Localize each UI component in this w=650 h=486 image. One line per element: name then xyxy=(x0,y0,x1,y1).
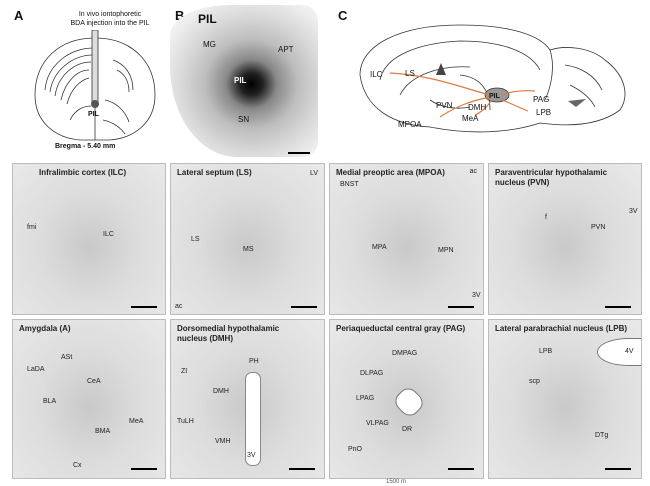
panel-a-caption-line1: In vivo iontophoretic xyxy=(78,11,142,18)
tile-ilc: Infralimbic cortex (ILC) fmi ILC xyxy=(12,163,166,315)
aqueduct-shape xyxy=(391,384,427,420)
tile-title: Dorsomedial hypothalamic nucleus (DMH) xyxy=(177,324,279,344)
tile-title: Paraventricular hypothalamic nucleus (PV… xyxy=(495,168,607,188)
panel-b-title: PIL xyxy=(198,12,217,26)
tile-label-bla: BLA xyxy=(43,398,57,405)
tile-title: Lateral parabrachial nucleus (LPB) xyxy=(495,324,628,333)
tile-label-vmh: VMH xyxy=(215,438,231,445)
tile-label-bnst: BNST xyxy=(340,181,359,188)
scale-bar xyxy=(448,306,474,308)
tile-label-lpb: LPB xyxy=(539,348,553,355)
panel-a-caption: In vivo iontophoretic BDA injection into… xyxy=(40,10,180,28)
tile-label-dmpag: DMPAG xyxy=(392,350,418,357)
panel-c-label-lpb: LPB xyxy=(536,108,551,117)
tile-dmh: Dorsomedial hypothalamic nucleus (DMH) P… xyxy=(170,319,325,479)
scale-bar xyxy=(448,468,474,470)
panel-c-label-mea: MeA xyxy=(462,114,479,123)
panel-c-label-pvn: PVN xyxy=(436,101,453,110)
tile-title: Periaqueductal central gray (PAG) xyxy=(336,324,466,333)
panel-b-label-sn: SN xyxy=(238,115,250,124)
panel-c-label-pag: PAG xyxy=(533,95,549,104)
tile-label-ls: LS xyxy=(191,236,200,243)
tile-label-vlpag: VLPAG xyxy=(366,420,389,427)
tile-label-f: f xyxy=(545,214,547,221)
panel-b-scale-bar xyxy=(288,152,310,154)
tile-label-dmh: DMH xyxy=(213,388,229,395)
tile-label-fmi: fmi xyxy=(27,224,37,231)
panel-a-caption-line2: BDA injection into the PIL xyxy=(70,20,150,27)
panel-b-label-mg: MG xyxy=(203,40,216,49)
panel-b-letter: B xyxy=(175,8,185,23)
tile-label-scp: scp xyxy=(529,378,540,385)
scale-bar xyxy=(131,306,157,308)
tile-label-pno: PnO xyxy=(348,446,363,453)
tile-label-ilc: ILC xyxy=(103,231,114,238)
tile-label-ph: PH xyxy=(249,358,259,365)
scale-bar xyxy=(289,468,315,470)
panel-c-label-ilc: ILC xyxy=(370,70,383,79)
panel-b-image xyxy=(170,5,318,157)
tile-title-line2: nucleus (DMH) xyxy=(177,334,233,343)
tile-label-3v: 3V xyxy=(247,452,256,459)
panel-a-pil-label: PIL xyxy=(88,111,100,118)
tile-title: Infralimbic cortex (ILC) xyxy=(39,168,127,177)
panel-c-label-mpoa: MPOA xyxy=(398,120,422,129)
tile-label-mpn: MPN xyxy=(438,247,454,254)
panel-c-label-pil: PIL xyxy=(489,93,501,100)
panel-b-label-apt: APT xyxy=(278,45,294,54)
tile-label-3v: 3V xyxy=(629,208,638,215)
tile-title-line2: nucleus (PVN) xyxy=(495,178,550,187)
tile-label-ac: ac xyxy=(469,168,477,175)
tile-title: Medial preoptic area (MPOA) xyxy=(336,168,445,177)
scale-bar xyxy=(605,306,631,308)
scale-bar xyxy=(291,306,317,308)
tile-amygdala: Amygdala (A) ASt LaDA CeA BLA MeA BMA Cx xyxy=(12,319,166,479)
tile-label-dlpag: DLPAG xyxy=(360,370,384,377)
tile-title-line1: Dorsomedial hypothalamic xyxy=(177,324,280,333)
panel-b-label-pil: PIL xyxy=(234,76,247,85)
tile-pag: Periaqueductal central gray (PAG) DMPAG … xyxy=(329,319,484,479)
tile-label-cx: Cx xyxy=(73,462,82,469)
tile-label-lv: LV xyxy=(309,170,318,177)
scale-bar xyxy=(605,468,631,470)
tile-label-3v: 3V xyxy=(472,292,481,299)
tile-label-tulh: TuLH xyxy=(177,418,194,425)
scale-bar xyxy=(131,468,157,470)
tile-label-cea: CeA xyxy=(87,378,101,385)
tile-ls: Lateral septum (LS) LV LS MS ac xyxy=(170,163,325,315)
tile-mpoa: Medial preoptic area (MPOA) ac BNST MPA … xyxy=(329,163,484,315)
panel-c-label-dmh: DMH xyxy=(468,103,486,112)
tile-label-lpag: LPAG xyxy=(356,395,375,402)
tile-label-ast: ASt xyxy=(61,354,73,361)
tile-label-pvn: PVN xyxy=(591,224,606,231)
panel-c-letter: C xyxy=(338,8,348,23)
tile-label-zi: ZI xyxy=(181,368,188,375)
tile-label-ms: MS xyxy=(243,246,254,253)
tile-label-dr: DR xyxy=(402,426,413,433)
tile-label-mpa: MPA xyxy=(372,244,387,251)
tile-title: Lateral septum (LS) xyxy=(177,168,252,177)
panel-c-label-ls: LS xyxy=(405,69,415,78)
fourth-ventricle-shape xyxy=(597,338,641,366)
footer-scale-text: 1500 m xyxy=(386,479,407,485)
tile-label-bma: BMA xyxy=(95,428,111,435)
brain-coronal-diagram: PIL xyxy=(34,30,156,141)
bregma-label: Bregma - 5.40 mm xyxy=(55,143,116,150)
tile-label-lada: LaDA xyxy=(27,366,45,373)
tile-label-ac: ac xyxy=(175,303,183,310)
third-ventricle-shape xyxy=(245,372,261,466)
brain-sagittal-diagram: ILC LS PIL PVN DMH PAG LPB MeA MPOA xyxy=(359,24,626,133)
tile-pvn: Paraventricular hypothalamic nucleus (PV… xyxy=(488,163,642,315)
tile-title-line1: Paraventricular hypothalamic xyxy=(495,168,608,177)
tile-label-mea: MeA xyxy=(129,418,144,425)
tile-lpb: Lateral parabrachial nucleus (LPB) 4V LP… xyxy=(488,319,642,479)
tile-label-dtg: DTg xyxy=(595,432,609,439)
tile-title: Amygdala (A) xyxy=(19,324,71,333)
panel-a-letter: A xyxy=(14,8,24,23)
tile-label-4v: 4V xyxy=(625,348,634,355)
